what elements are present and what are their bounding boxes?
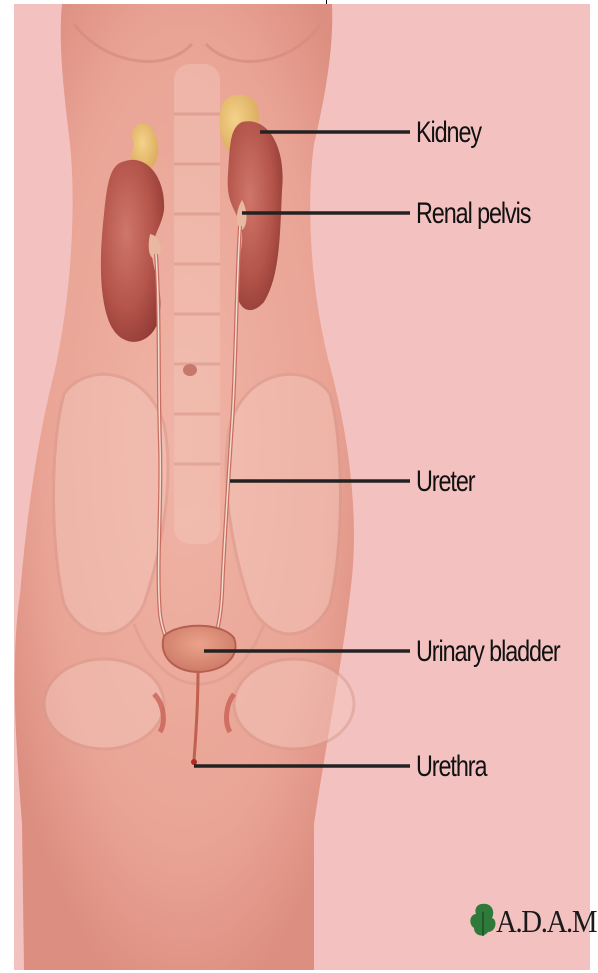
label-kidney: Kidney (416, 118, 481, 148)
top-border (0, 0, 598, 3)
adam-logo: A.D.A.M. (466, 901, 598, 941)
urinary-bladder (163, 626, 236, 672)
logo-text: A.D.A.M. (496, 903, 598, 940)
label-urethra: Urethra (416, 752, 486, 782)
anatomy-illustration (14, 4, 590, 970)
urinary-system-diagram: Kidney Renal pelvis Ureter Urinary bladd… (14, 4, 590, 970)
urethra-opening (191, 759, 197, 765)
label-urinary-bladder: Urinary bladder (416, 637, 560, 667)
spine (174, 64, 220, 544)
label-renal-pelvis: Renal pelvis (416, 199, 530, 229)
navel (183, 364, 197, 376)
label-ureter: Ureter (416, 467, 474, 497)
